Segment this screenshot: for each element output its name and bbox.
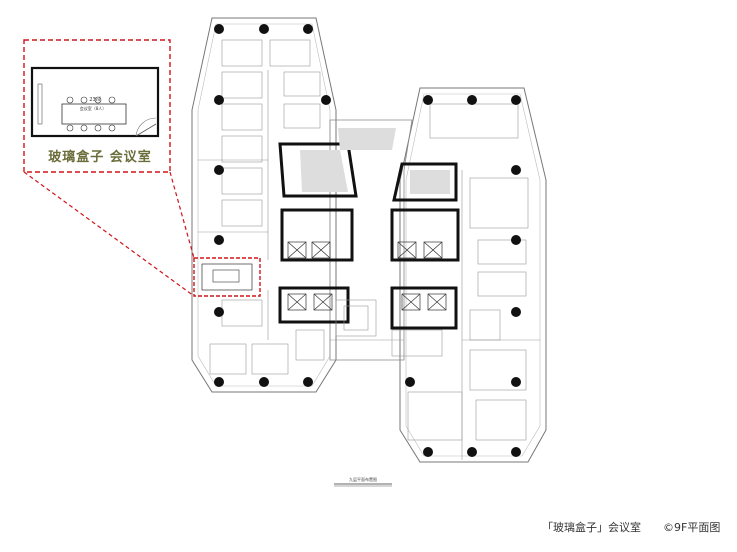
columns-left — [214, 24, 331, 387]
plan-title: 九层平面布置图 — [349, 477, 377, 482]
right-workstations — [407, 103, 540, 460]
core-walls — [278, 142, 460, 330]
columns-right — [405, 95, 521, 457]
callout-box — [23, 39, 171, 173]
left-workstations — [198, 39, 325, 375]
plan-title-block — [334, 483, 392, 487]
callout-title: 玻璃盒子 会议室 — [48, 150, 152, 165]
highlighted-meeting-room — [193, 257, 261, 297]
left-tower — [191, 17, 337, 393]
central-conference — [330, 299, 443, 357]
image-caption: 「玻璃盒子」会议室 ©9F平面图 — [542, 519, 720, 535]
right-tower — [399, 87, 547, 463]
shaft-hatch — [300, 128, 450, 194]
caption-left: 「玻璃盒子」会议室 — [542, 521, 641, 534]
callout-leader-lines — [23, 171, 195, 297]
elevators — [287, 241, 447, 311]
caption-right: ©9F平面图 — [663, 521, 721, 534]
callout-room-area: 23㎡ — [89, 97, 101, 103]
callout-room-name: 会议室（8人） — [79, 106, 107, 111]
